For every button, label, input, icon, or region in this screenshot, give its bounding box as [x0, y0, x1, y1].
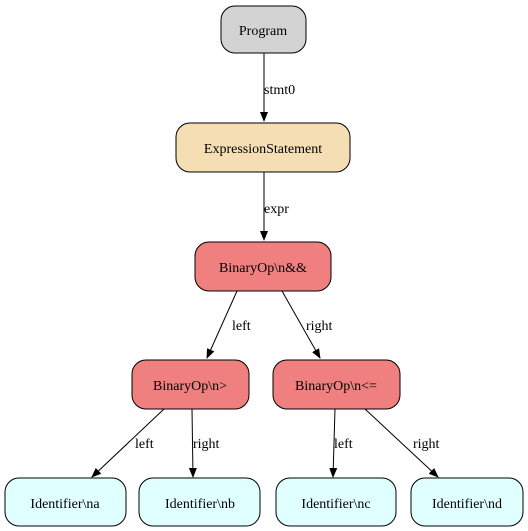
edge-program-to-expression-statement: stmt0	[260, 53, 295, 122]
node-binary-op-and: BinaryOp\n&&	[194, 241, 332, 292]
edge-binary-and-right: right	[281, 290, 333, 359]
edge-binary-and-left: left	[206, 290, 251, 359]
svg-text:BinaryOp\n&&: BinaryOp\n&&	[219, 261, 307, 276]
svg-text:ExpressionStatement: ExpressionStatement	[204, 142, 322, 157]
svg-text:Identifier\nb: Identifier\nb	[165, 497, 235, 512]
svg-text:Identifier\nd: Identifier\nd	[432, 497, 502, 512]
svg-text:Identifier\nc: Identifier\nc	[301, 497, 370, 512]
node-binary-op-le: BinaryOp\n<=	[272, 359, 401, 410]
edge-label-stmt0: stmt0	[264, 83, 295, 98]
svg-text:BinaryOp\n>: BinaryOp\n>	[153, 379, 227, 394]
edge-label-right: right	[413, 437, 440, 452]
edge-label-expr: expr	[264, 202, 289, 217]
node-program: Program	[220, 5, 307, 54]
svg-text:BinaryOp\n<=: BinaryOp\n<=	[295, 379, 377, 394]
edge-label-left: left	[232, 319, 251, 334]
edge-binary-gt-right: right	[188, 408, 220, 478]
edge-binary-le-right: right	[364, 408, 440, 478]
edge-binary-le-left: left	[329, 408, 353, 478]
node-binary-op-gt: BinaryOp\n>	[131, 359, 250, 410]
svg-text:Program: Program	[239, 24, 287, 39]
edge-label-left: left	[334, 437, 353, 452]
edge-label-left: left	[135, 437, 154, 452]
edge-label-right: right	[306, 319, 333, 334]
node-expression-statement: ExpressionStatement	[175, 122, 351, 173]
edge-label-right: right	[193, 437, 220, 452]
edge-binary-gt-left: left	[91, 408, 165, 478]
edge-expression-statement-to-binary-and: expr	[260, 172, 289, 241]
node-identifier-b: Identifier\nb	[138, 477, 261, 527]
node-identifier-a: Identifier\na	[4, 477, 127, 527]
svg-text:Identifier\na: Identifier\na	[30, 497, 100, 512]
node-identifier-d: Identifier\nd	[410, 477, 524, 527]
node-identifier-c: Identifier\nc	[275, 477, 397, 527]
